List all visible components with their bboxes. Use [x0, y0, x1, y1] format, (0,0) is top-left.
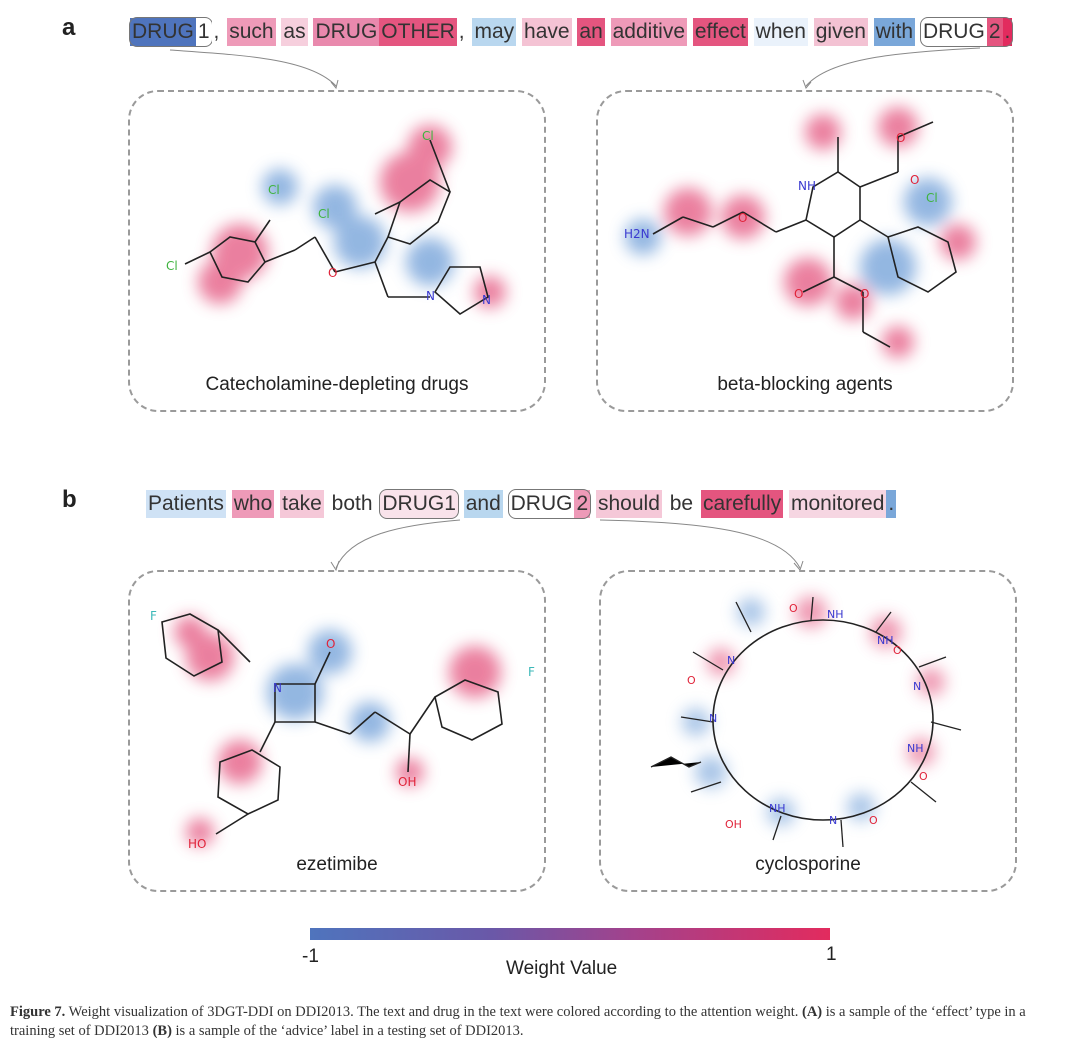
svg-text:F: F: [150, 609, 157, 623]
sentence-token: with: [873, 18, 916, 46]
svg-text:Cl: Cl: [926, 191, 938, 205]
molecule-structure-b1: F N O OH F HO: [150, 609, 535, 851]
svg-text:O: O: [687, 674, 696, 687]
sentence-token: take: [280, 490, 324, 518]
svg-text:Cl: Cl: [422, 129, 434, 143]
sentence-token: as: [281, 18, 308, 46]
svg-text:NH: NH: [798, 179, 816, 193]
svg-text:O: O: [919, 770, 928, 783]
svg-text:Cl: Cl: [318, 207, 330, 221]
svg-text:O: O: [328, 266, 337, 280]
sentence-token: carefully: [700, 490, 784, 518]
svg-text:NH: NH: [769, 802, 786, 815]
panel-b-letter: b: [62, 486, 77, 513]
molecule-label-b1: ezetimibe: [296, 854, 378, 875]
svg-text:O: O: [789, 602, 798, 615]
sentence-token: be: [667, 490, 696, 518]
sentence-token: 2: [986, 18, 1003, 46]
svg-text:OH: OH: [398, 775, 416, 789]
svg-text:O: O: [794, 287, 803, 301]
sentence-token: .: [1002, 18, 1013, 46]
colorbar-min-label: -1: [302, 946, 319, 967]
sentence-token: ,: [211, 18, 222, 46]
sentence-token: DRUG1: [379, 489, 459, 519]
figure-caption: Figure 7. Weight visualization of 3DGT-D…: [10, 1003, 1065, 1041]
sentence-token: OTHER: [379, 18, 457, 46]
sentence-token: .: [886, 490, 897, 518]
sentence-token: should: [596, 490, 662, 518]
svg-text:NH: NH: [907, 742, 924, 755]
svg-text:O: O: [910, 173, 919, 187]
sentence-token: given: [813, 18, 868, 46]
svg-text:H2N: H2N: [624, 227, 650, 241]
svg-text:N: N: [426, 289, 435, 303]
sentence-token: DRUG: [920, 18, 987, 46]
sentence-token: monitored: [788, 490, 887, 518]
svg-text:F: F: [528, 665, 535, 679]
caption-text-2: is a sample of the ‘effect’ type in a tr…: [10, 1004, 1026, 1039]
sentence-token: Patients: [146, 490, 226, 518]
sentence-token: ,: [456, 18, 467, 46]
panel-a-letter: a: [62, 14, 76, 41]
sentence-token: 1: [195, 18, 212, 46]
sentence-token: such: [227, 18, 276, 46]
svg-text:O: O: [893, 644, 902, 657]
molecule-structure-a2: H2N NH O O O Cl O O: [624, 107, 976, 358]
molecule-box-b-drug1: F N O OH F HO ezetimibe: [128, 570, 546, 892]
svg-text:N: N: [727, 654, 735, 667]
svg-text:N: N: [913, 680, 921, 693]
svg-text:O: O: [326, 637, 335, 651]
sentence-token: who: [231, 490, 275, 518]
svg-text:HO: HO: [188, 837, 206, 851]
sentence-token: DRUG: [508, 490, 575, 518]
caption-text-1: Weight visualization of 3DGT-DDI on DDI2…: [65, 1004, 802, 1020]
molecule-box-a-drug2: H2N NH O O O Cl O O beta-blocking agents: [596, 90, 1014, 412]
colorbar-max-label: 1: [826, 944, 837, 965]
svg-text:O: O: [896, 131, 905, 145]
svg-text:N: N: [273, 681, 282, 695]
svg-text:NH: NH: [877, 634, 894, 647]
colorbar-title: Weight Value: [506, 958, 618, 979]
sentence-token: and: [463, 490, 503, 518]
sentence-token: may: [472, 18, 517, 46]
sentence-token: additive: [610, 18, 687, 46]
molecule-structure-a1: Cl Cl Cl Cl O N N: [166, 125, 506, 315]
svg-text:N: N: [829, 814, 837, 827]
sentence-token: DRUG: [313, 18, 380, 46]
sentence-token: DRUG: [130, 18, 196, 46]
colorbar: -1 1 Weight Value: [302, 928, 837, 979]
molecule-structure-b2: NH NH NH NH N N N N O O O O O OH: [650, 596, 962, 848]
svg-text:O: O: [869, 814, 878, 827]
caption-figure-label: Figure 7.: [10, 1004, 66, 1020]
molecule-label-a1: Catecholamine-depleting drugs: [205, 374, 469, 395]
svg-text:OH: OH: [725, 818, 742, 831]
svg-text:N: N: [482, 293, 491, 307]
sentence-token: 2: [574, 490, 591, 518]
caption-text-3: is a sample of the ‘advice’ label in a t…: [171, 1023, 524, 1039]
svg-text:NH: NH: [827, 608, 844, 621]
molecule-box-b-drug2: NH NH NH NH N N N N O O O O O OH cyclosp…: [599, 570, 1017, 892]
caption-a-label: (A): [802, 1004, 823, 1020]
svg-text:N: N: [709, 712, 717, 725]
svg-text:O: O: [738, 211, 747, 225]
sentence-token: both: [329, 490, 375, 518]
colorbar-gradient: [310, 928, 830, 940]
molecule-label-b2: cyclosporine: [755, 854, 861, 875]
svg-text:O: O: [860, 287, 869, 301]
sentence-token: effect: [692, 18, 748, 46]
svg-text:Cl: Cl: [268, 183, 280, 197]
caption-b-label: (B): [152, 1023, 172, 1039]
svg-text:Cl: Cl: [166, 259, 178, 273]
molecule-label-a2: beta-blocking agents: [717, 374, 893, 395]
sentence-token: when: [753, 18, 808, 46]
sentence-token: have: [522, 18, 572, 46]
molecule-box-a-drug1: Cl Cl Cl Cl O N N Catecholamine-depletin…: [128, 90, 546, 412]
sentence-token: an: [577, 18, 605, 46]
